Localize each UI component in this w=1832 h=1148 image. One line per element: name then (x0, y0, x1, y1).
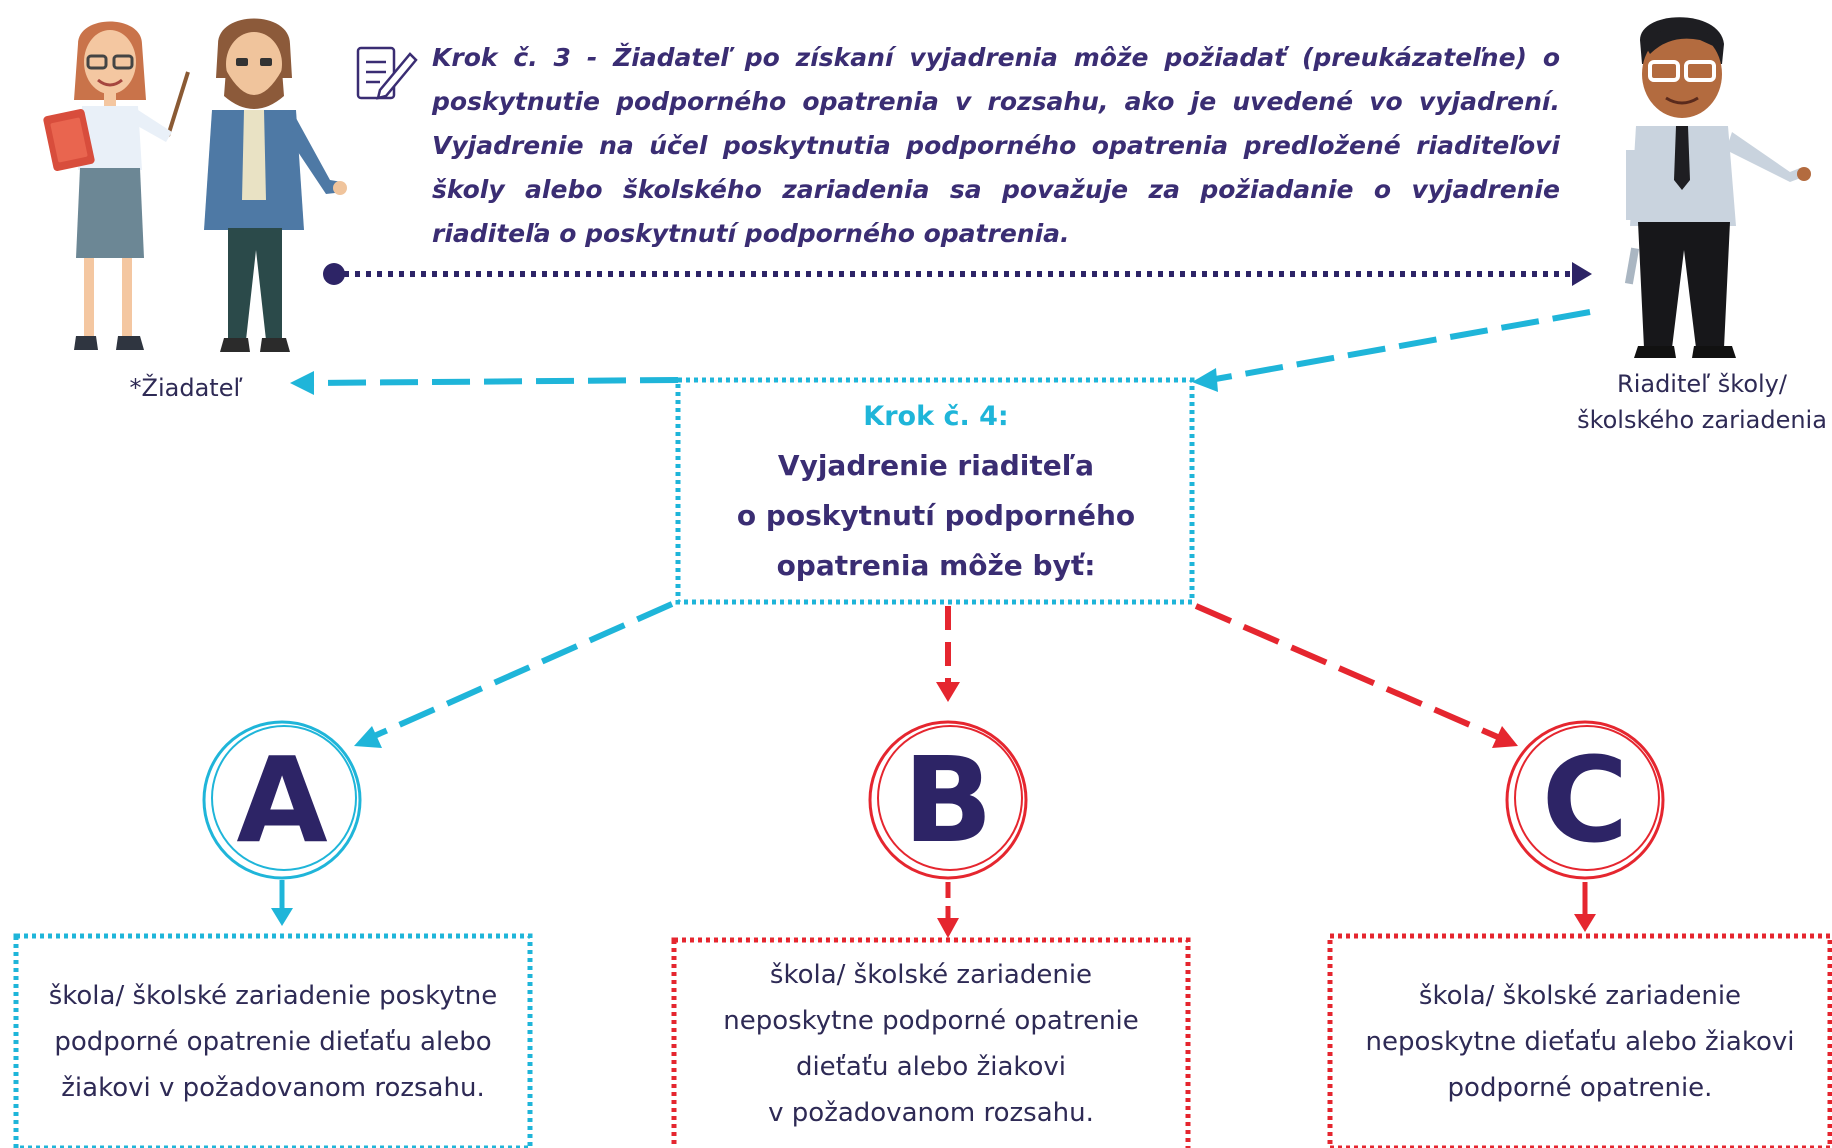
option-a-box-border (13, 933, 533, 1148)
arrow-a-to-box (271, 880, 293, 926)
document-edit-icon (356, 46, 418, 100)
step4-line2: o poskytnutí podporného (736, 499, 1136, 532)
option-a-letter: A (236, 731, 328, 869)
option-b-line4: v požadovanom rozsahu. (768, 1098, 1094, 1128)
step3-description: Krok č. 3 - Žiadateľ po získaní vyjadren… (432, 43, 1560, 248)
director-label-line1: Riaditeľ školy/ (1617, 370, 1787, 398)
arrow-b-to-box (937, 882, 959, 938)
arrow-to-option-b (936, 606, 960, 702)
option-c-line3: podporné opatrenie. (1447, 1073, 1713, 1103)
option-a-line1: škola/ školské zariadenie poskytne (48, 981, 498, 1011)
option-a-line3: žiakovi v požadovanom rozsahu. (61, 1073, 485, 1103)
option-b-box: škola/ školské zariadenie neposkytne pod… (678, 944, 1184, 1144)
option-c-line1: škola/ školské zariadenie (1418, 981, 1742, 1011)
option-c-letter: C (1541, 731, 1629, 869)
man-figure (204, 18, 347, 352)
circle-b (868, 720, 1028, 880)
option-a-line2: podporné opatrenie dieťaťu alebo (54, 1027, 492, 1057)
applicant-label: *Žiadateľ (129, 374, 243, 402)
arrow-c-to-box (1574, 882, 1596, 932)
option-b-line3: dieťaťu alebo žiakovi (795, 1052, 1067, 1082)
teacher-figure (43, 21, 190, 350)
circle-a (202, 720, 362, 880)
option-a-box: škola/ školské zariadenie poskytne podpo… (20, 940, 526, 1144)
option-b-line1: škola/ školské zariadenie (769, 960, 1093, 990)
option-c-box-border (1327, 933, 1832, 1148)
step4-box-border (675, 377, 1195, 605)
step4-line1: Vyjadrenie riaditeľa (777, 449, 1095, 482)
option-c-line2: neposkytne dieťaťu alebo žiakovi (1365, 1027, 1795, 1057)
option-b-line2: neposkytne podporné opatrenie (723, 1006, 1139, 1036)
step4-box: Krok č. 4: Vyjadrenie riaditeľa o poskyt… (680, 383, 1192, 601)
step4-title: Krok č. 4: (863, 401, 1009, 432)
option-b-letter: B (903, 731, 993, 869)
arrow-to-option-a (354, 601, 674, 748)
director-figure (1624, 17, 1811, 358)
option-b-box-border (671, 937, 1191, 1148)
arrow-to-option-c (1194, 603, 1518, 748)
option-c-box: škola/ školské zariadenie neposkytne die… (1334, 940, 1826, 1144)
director-label-line2: školského zariadenia (1577, 406, 1827, 434)
director-label: Riaditeľ školy/ školského zariadenia (1572, 366, 1832, 438)
step4-line3: opatrenia môže byť: (776, 549, 1096, 582)
director-to-step4-arrow (1192, 309, 1591, 392)
step4-to-applicant-arrow (290, 371, 679, 395)
step3-arrow (323, 262, 1592, 286)
circle-c (1505, 720, 1665, 880)
